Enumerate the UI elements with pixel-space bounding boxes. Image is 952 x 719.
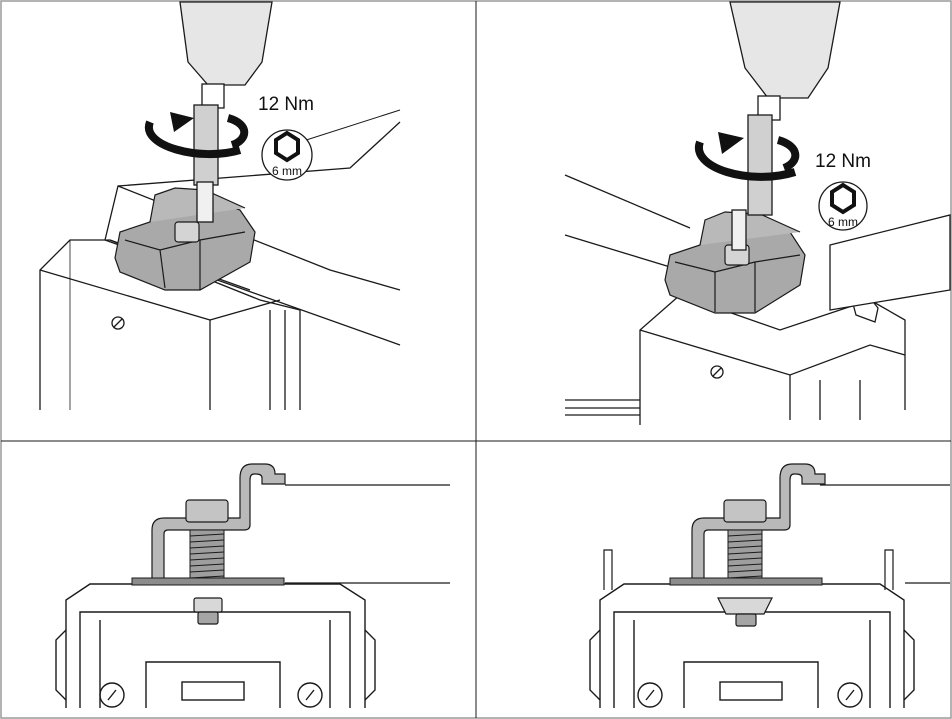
hex-socket-icon: 6 mm bbox=[261, 129, 313, 181]
bolt-thread bbox=[727, 529, 763, 583]
tool-size-label: 6 mm bbox=[272, 164, 302, 178]
screw-hole bbox=[837, 682, 863, 708]
torque-label: 12 Nm bbox=[815, 151, 871, 172]
screwdriver-icon bbox=[729, 1, 841, 251]
bolt-head bbox=[185, 499, 229, 523]
panel-top-right: 12 Nm 6 mm bbox=[564, 1, 951, 425]
screw-hole bbox=[637, 682, 663, 708]
side-post bbox=[603, 549, 894, 590]
screw-hole bbox=[297, 682, 323, 708]
base-plate bbox=[669, 577, 823, 586]
screw-hole bbox=[710, 365, 724, 379]
housing bbox=[565, 294, 906, 425]
bolt-thread bbox=[189, 529, 225, 583]
panel-bottom-left bbox=[55, 463, 450, 708]
panel-top-left: 12 Nm 6 mm bbox=[39, 1, 401, 410]
torque-label: 12 Nm bbox=[258, 94, 314, 115]
slot bbox=[719, 681, 783, 701]
screw-hole bbox=[99, 682, 125, 708]
clamp-bracket bbox=[664, 211, 806, 314]
bolt-head bbox=[723, 499, 767, 523]
screw-hole bbox=[111, 316, 125, 330]
base-plate bbox=[131, 577, 285, 586]
busbar bbox=[564, 174, 951, 311]
panel-bottom-right bbox=[589, 463, 950, 708]
hex-socket-icon: 6 mm bbox=[818, 181, 868, 231]
slot bbox=[181, 681, 245, 701]
tool-size-label: 6 mm bbox=[828, 215, 858, 229]
nut bbox=[717, 597, 773, 627]
clockwise-rotation-arrow-icon bbox=[144, 112, 249, 159]
clamp-bracket bbox=[114, 187, 256, 291]
clockwise-rotation-arrow-icon bbox=[694, 132, 800, 181]
leader-line bbox=[299, 109, 401, 143]
screwdriver-icon bbox=[179, 1, 273, 223]
nut bbox=[193, 597, 223, 625]
